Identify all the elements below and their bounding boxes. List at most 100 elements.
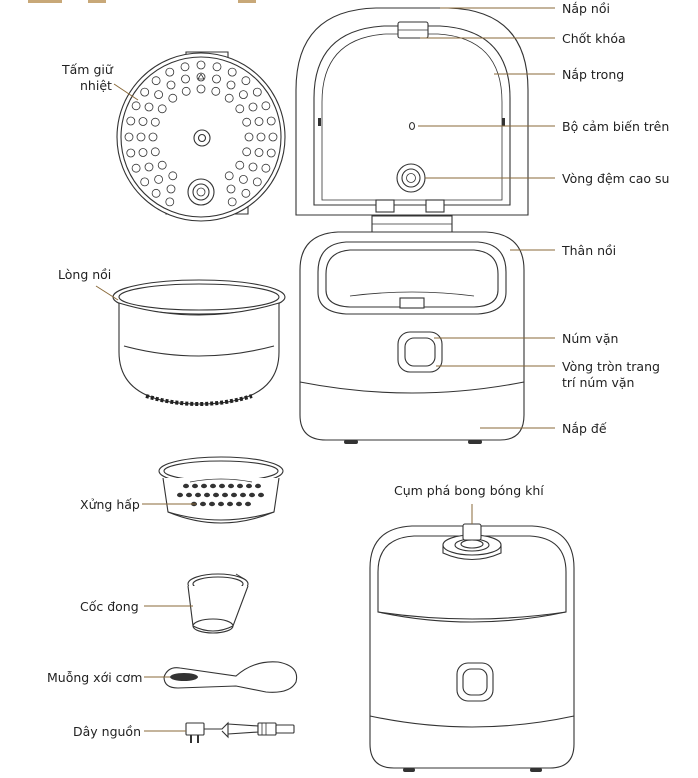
closed-cooker-illustration (369, 523, 575, 772)
plate-hole (196, 72, 206, 82)
label-base-cover: Nắp đế (562, 421, 607, 436)
plate-hole (242, 117, 252, 127)
leader-lines (95, 7, 555, 732)
plate-hole (151, 188, 161, 198)
plate-hole (254, 148, 264, 157)
plate-hole (235, 104, 245, 114)
steamer-hole (204, 492, 210, 498)
plate-hole (224, 93, 234, 103)
steamer-hole (183, 483, 189, 489)
plate-hole (138, 148, 148, 157)
label-heat-plate-line2: nhiệt (80, 78, 112, 93)
plate-hole (248, 162, 258, 172)
steamer-hole (240, 492, 246, 498)
leader-inner-pot (95, 285, 119, 301)
plate-hole (196, 84, 206, 94)
plate-hole (124, 132, 134, 142)
plate-hole (241, 188, 251, 198)
plate-hole (144, 102, 154, 112)
plate-hole (226, 184, 236, 194)
plate-hole (252, 177, 262, 187)
plate-hole (226, 80, 236, 90)
steamer-hole (201, 483, 207, 489)
plate-hole (165, 197, 175, 207)
plate-hole (181, 86, 191, 96)
label-measuring-cup: Cốc đong (80, 599, 139, 614)
plate-hole (154, 90, 164, 99)
steamer-hole (209, 501, 215, 507)
plate-hole (238, 174, 248, 184)
label-inner-pot: Lòng nồi (58, 267, 111, 282)
label-top-sensor: Bộ cảm biến trên (562, 119, 669, 134)
plate-hole (154, 174, 164, 184)
plate-hole (261, 101, 271, 111)
plate-hole (235, 160, 245, 170)
steamer-hole (192, 483, 198, 489)
label-lock-latch: Chốt khóa (562, 31, 626, 46)
plate-hole (150, 147, 160, 157)
steamer-hole (200, 501, 206, 507)
part-labels: Nắp nồi Chốt khóa Nắp trong Bộ cảm biến … (47, 1, 669, 739)
open-cooker-illustration (295, 7, 529, 444)
plate-hole (140, 87, 150, 97)
plate-hole (151, 76, 161, 86)
label-heat-plate: Tấm giữ (61, 62, 114, 77)
plate-hole (157, 104, 167, 114)
plate-hole (126, 116, 136, 126)
steamer-illustration (158, 456, 284, 524)
plate-hole (136, 132, 146, 142)
plate-hole (252, 87, 262, 97)
plate-hole (256, 132, 266, 142)
plate-hole (165, 67, 175, 77)
plate-hole (157, 160, 167, 170)
plate-hole (131, 163, 141, 173)
plate-hole (266, 148, 276, 158)
label-knob: Núm vặn (562, 331, 618, 346)
steamer-hole (246, 483, 252, 489)
plate-hole (126, 148, 136, 158)
plate-hole (181, 74, 190, 84)
steamer-hole (210, 483, 216, 489)
plate-hole (166, 184, 176, 194)
steamer-hole (227, 501, 233, 507)
measuring-cup-illustration (187, 573, 249, 634)
label-rubber-gasket: Vòng đệm cao su (562, 171, 669, 186)
plate-hole (211, 86, 221, 96)
plate-hole (238, 90, 248, 99)
plate-hole (166, 80, 176, 90)
steamer-hole (177, 492, 183, 498)
plate-hole (227, 197, 237, 207)
power-cord-illustration (185, 721, 295, 743)
steamer-hole (228, 483, 234, 489)
plate-hole (254, 117, 264, 126)
steamer-hole (213, 492, 219, 498)
steamer-hole (249, 492, 255, 498)
plate-hole (168, 171, 178, 181)
plate-hole (148, 132, 158, 142)
plate-hole (150, 117, 160, 127)
steamer-hole (236, 501, 242, 507)
plate-hole (212, 74, 221, 84)
rice-paddle-illustration (163, 661, 298, 693)
steamer-hole (245, 501, 251, 507)
steamer-hole (258, 492, 264, 498)
plate-hole (261, 163, 271, 173)
steamer-hole (218, 501, 224, 507)
label-pot-body: Thân nồi (561, 243, 616, 258)
plate-hole (138, 117, 148, 126)
label-power-cord: Dây nguồn (73, 724, 141, 739)
steamer-hole (222, 492, 228, 498)
steamer-hole (237, 483, 243, 489)
plate-hole (242, 147, 252, 157)
label-knob-ring-line2: trí núm vặn (562, 375, 634, 390)
label-inner-lid: Nắp trong (562, 67, 624, 82)
plate-hole (248, 102, 258, 112)
steamer-hole (219, 483, 225, 489)
plate-hole (268, 132, 278, 142)
header-accent (28, 0, 256, 3)
inner-pot-illustration (112, 279, 286, 406)
steamer-hole (195, 492, 201, 498)
heat-plate-illustration (116, 51, 286, 222)
plate-hole (224, 171, 234, 181)
